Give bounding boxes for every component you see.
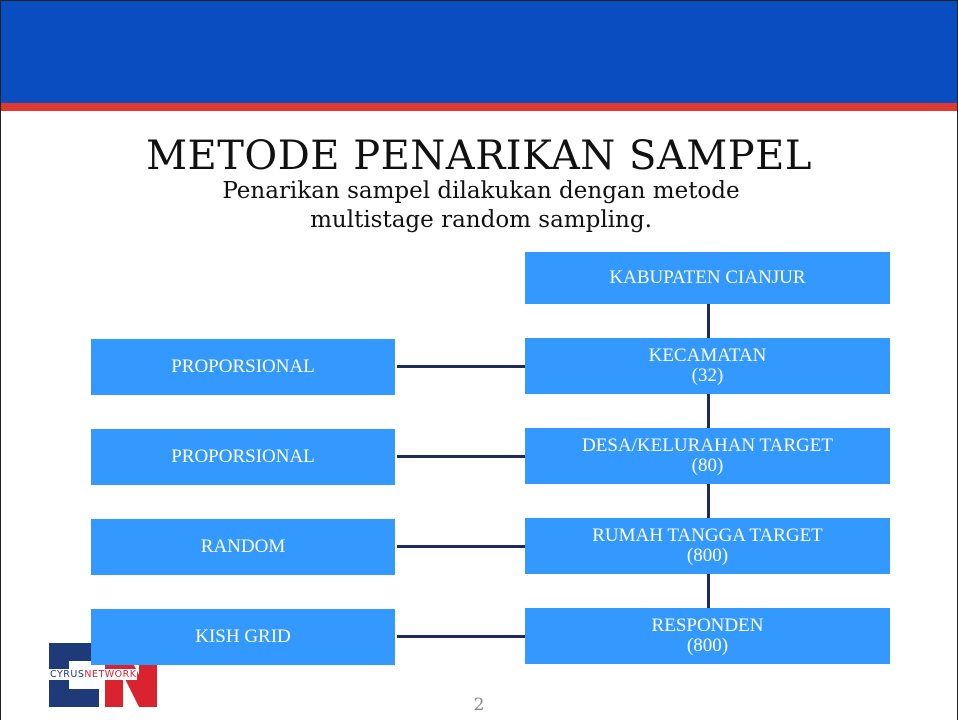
- subtitle-line-1: Penarikan sampel dilakukan dengan metode: [222, 178, 740, 204]
- method-box-2: PROPORSIONAL: [91, 429, 395, 485]
- stage-box-rumah-tangga-label: RUMAH TANGGA TARGET: [592, 525, 823, 546]
- method-box-4-label: KISH GRID: [195, 626, 291, 647]
- hline-2: [397, 455, 525, 458]
- slide-title: METODE PENARIKAN SAMPEL: [146, 133, 812, 179]
- hline-3: [397, 545, 525, 548]
- method-box-4: KISH GRID: [91, 609, 395, 665]
- stage-box-kecamatan-count: (32): [691, 365, 724, 386]
- header-stripe: [1, 103, 957, 111]
- slide-subtitle: Penarikan sampel dilakukan dengan metode…: [181, 177, 781, 235]
- method-box-1: PROPORSIONAL: [91, 339, 395, 395]
- stage-box-responden-count: (800): [686, 635, 729, 656]
- logo-text: CYRUSNETWORK: [49, 669, 138, 680]
- box-kabupaten-label: KABUPATEN CIANJUR: [609, 267, 806, 288]
- logo-text-cyrus: CYRUS: [50, 669, 85, 680]
- method-box-1-label: PROPORSIONAL: [171, 356, 315, 377]
- stage-box-kecamatan-label: KECAMATAN: [648, 345, 767, 366]
- stage-box-responden: RESPONDEN (800): [525, 608, 890, 664]
- vline-2: [707, 394, 710, 428]
- method-box-2-label: PROPORSIONAL: [171, 446, 315, 467]
- header-band: [1, 1, 957, 103]
- box-kabupaten: KABUPATEN CIANJUR: [525, 252, 890, 304]
- stage-box-kecamatan: KECAMATAN (32): [525, 338, 890, 394]
- logo-text-network: NETWORK: [84, 669, 137, 680]
- method-box-3-label: RANDOM: [200, 536, 286, 557]
- stage-box-desa-count: (80): [691, 455, 724, 476]
- stage-box-rumah-tangga-count: (800): [686, 545, 729, 566]
- method-box-3: RANDOM: [91, 519, 395, 575]
- page-number: 2: [473, 695, 485, 715]
- subtitle-line-2: multistage random sampling.: [310, 207, 652, 233]
- stage-box-rumah-tangga: RUMAH TANGGA TARGET (800): [525, 518, 890, 574]
- stage-box-responden-label: RESPONDEN: [651, 615, 764, 636]
- vline-4: [707, 574, 710, 608]
- stage-box-desa-label: DESA/KELURAHAN TARGET: [582, 435, 833, 456]
- vline-3: [707, 484, 710, 518]
- vline-1: [707, 304, 710, 338]
- stage-box-desa: DESA/KELURAHAN TARGET (80): [525, 428, 890, 484]
- hline-1: [397, 365, 525, 368]
- hline-4: [397, 635, 525, 638]
